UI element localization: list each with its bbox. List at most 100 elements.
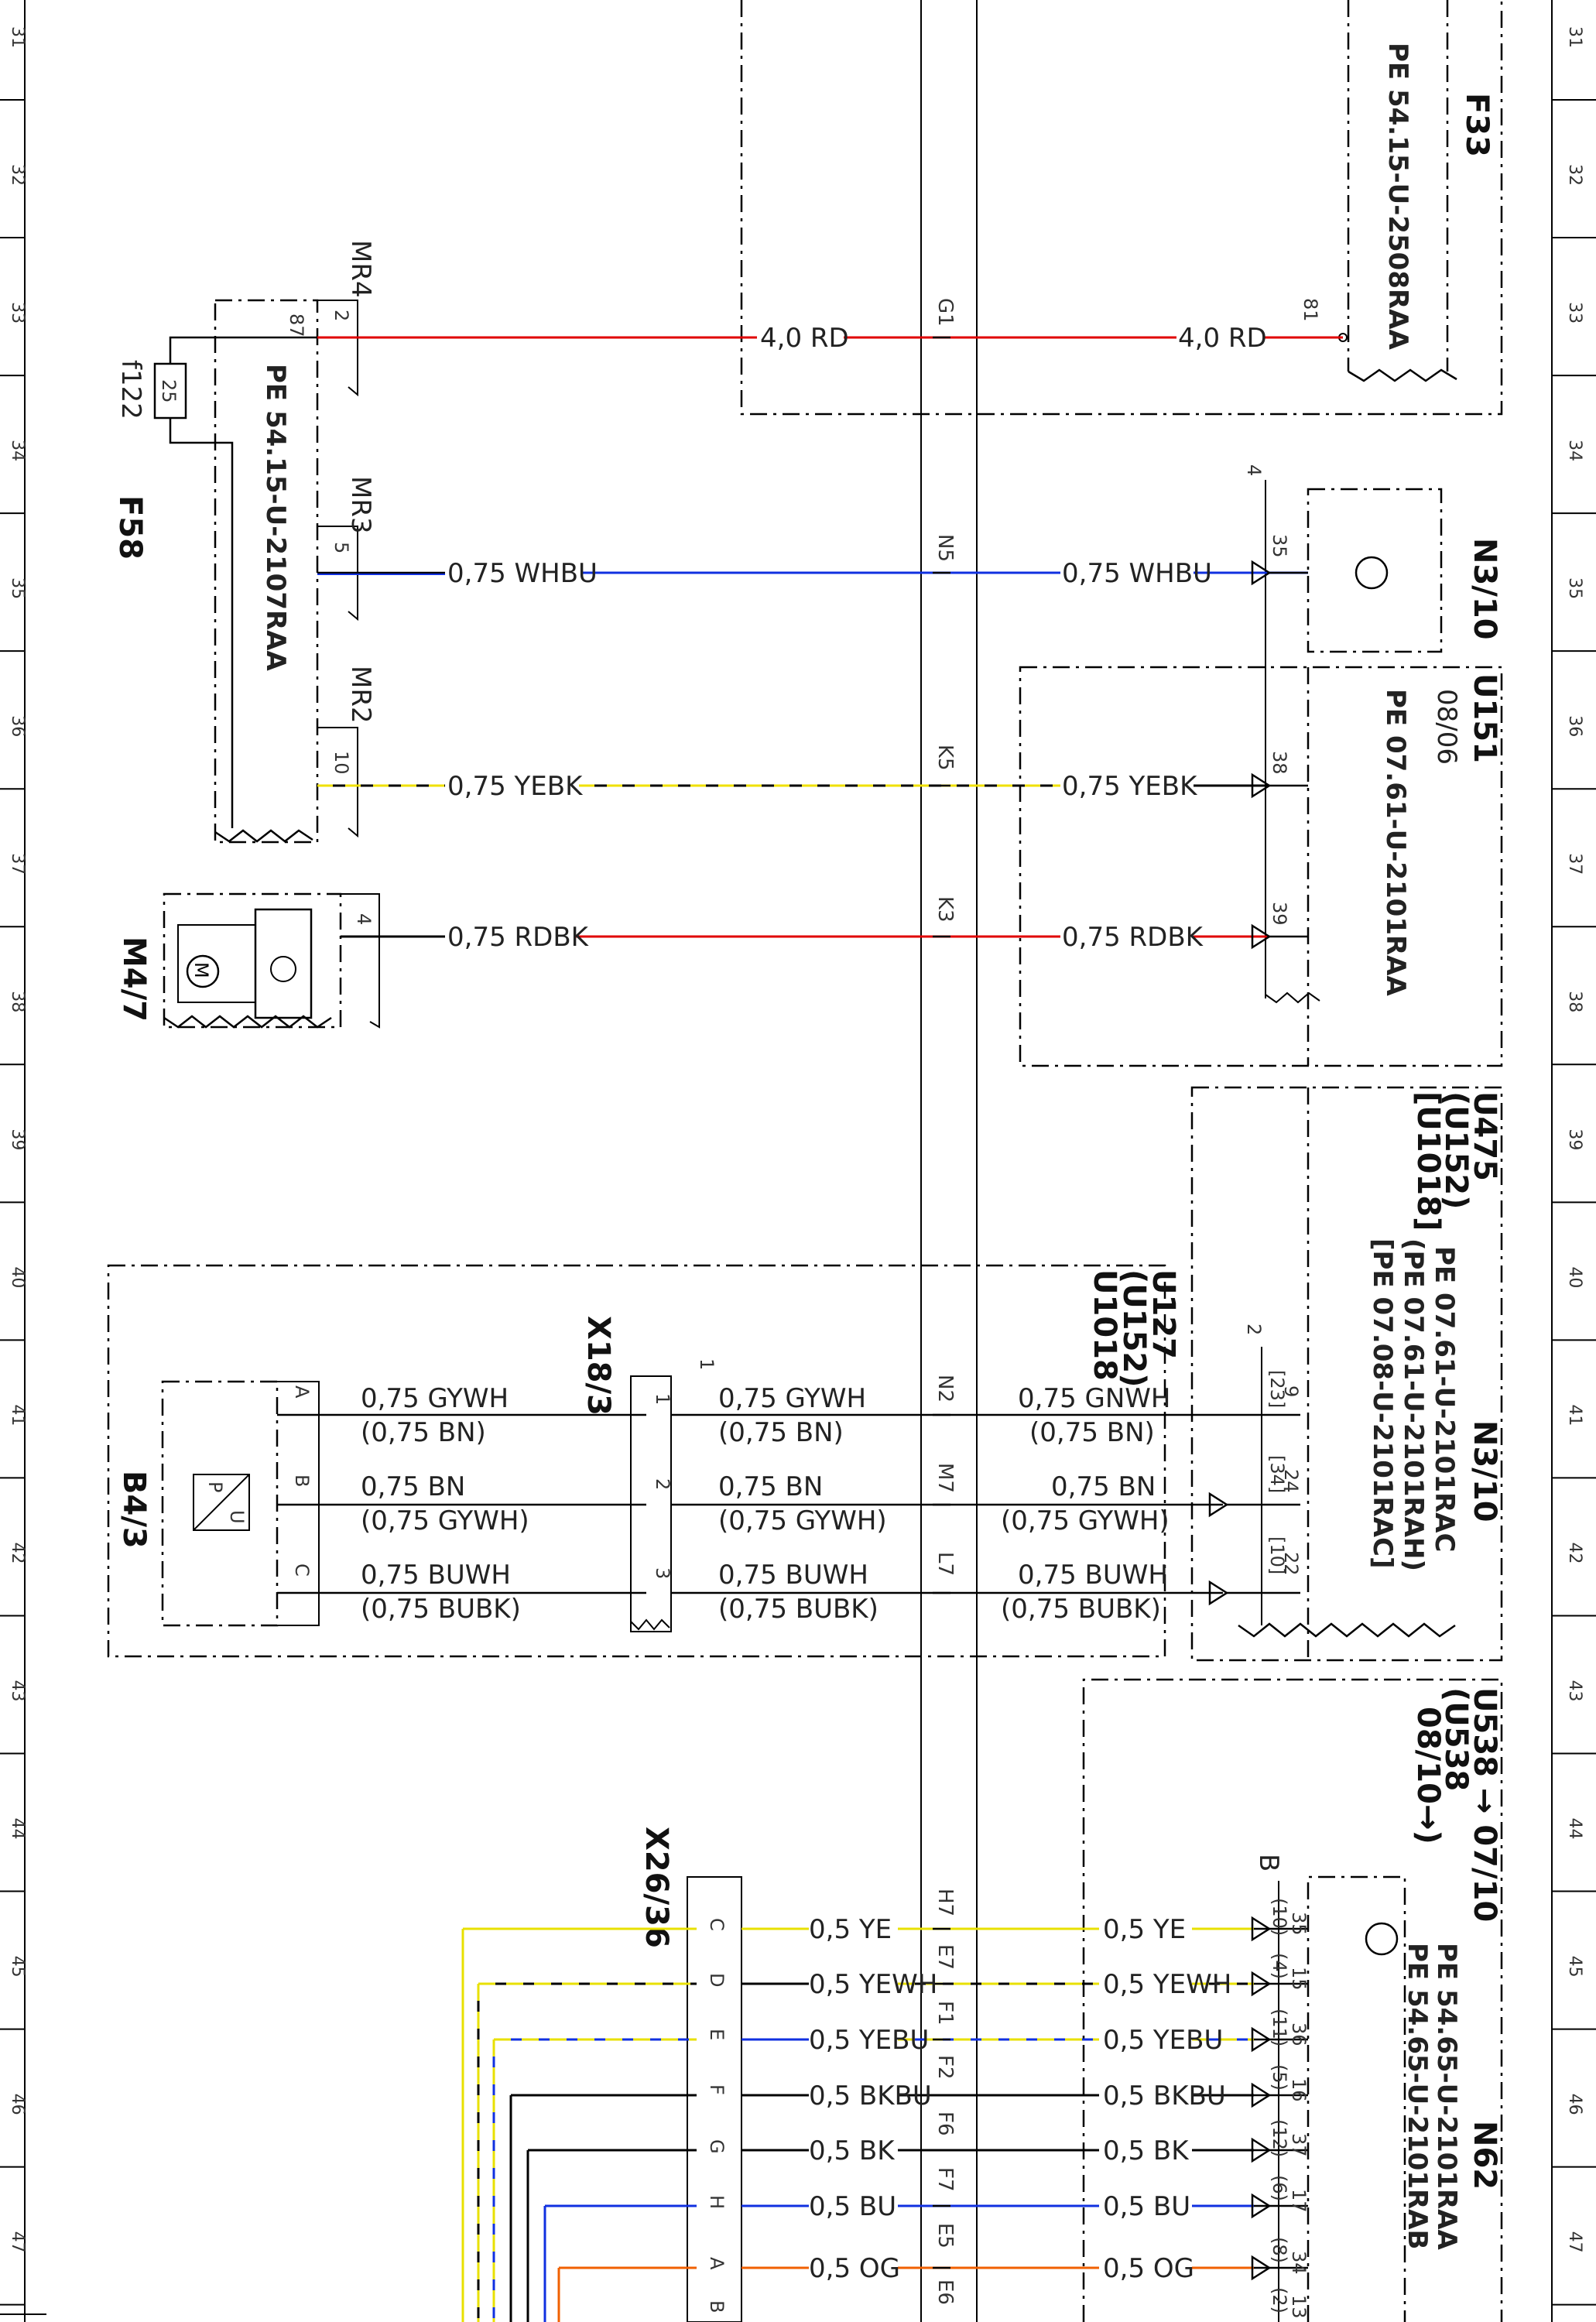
- n62-box: [1307, 1875, 1406, 2322]
- f33-pe-ref: PE 54.15-U-2508RAA: [1382, 43, 1413, 350]
- input-arrow: [1251, 2193, 1272, 2219]
- wire-label: 0,5 BK: [1103, 2135, 1190, 2166]
- u475-line3: [U1018]: [1410, 1091, 1446, 1231]
- input-arrow: [1251, 2255, 1272, 2281]
- wire-label: 4,0 RD: [760, 323, 849, 354]
- f33-id: F33: [1459, 93, 1495, 157]
- u151-pin39-group: 39: [1269, 902, 1290, 926]
- input-arrows-mid: [1208, 1413, 1300, 1606]
- ruler-label: 42: [1565, 1542, 1584, 1563]
- m47-pin-group: 4: [353, 913, 375, 925]
- f58-pin5-group: 5: [331, 542, 352, 553]
- u475-pe1-group: PE 07.61-U-2101RAC: [1429, 1246, 1460, 1552]
- fuse-wire-bottom: [169, 418, 234, 828]
- wire-label: (0,75 BN): [1029, 1417, 1155, 1448]
- ruler-label: 47: [1565, 2231, 1584, 2253]
- u475-pin-22: 22: [1280, 1552, 1302, 1576]
- x183-pin-2: 2: [652, 1478, 673, 1490]
- mr3-label-group: MR3: [345, 476, 376, 534]
- ruler-label: 34: [8, 440, 27, 461]
- u475-pin-24: 24: [1280, 1469, 1302, 1493]
- wire-label: 0,5 YEWH: [809, 1969, 937, 2000]
- wire-label: 0,5 YEWH: [1103, 1969, 1231, 2000]
- fuse-id: f122: [115, 360, 146, 420]
- ruler-label: 46: [8, 2094, 27, 2115]
- n62-alt-pin: (6): [1269, 2175, 1290, 2201]
- u475-pe3-group: [PE 07.08-U-2101RAC]: [1367, 1238, 1398, 1569]
- x183-top-group: 1: [696, 1358, 718, 1370]
- u151-pe-ref: PE 07.61-U-2101RAA: [1380, 689, 1411, 996]
- wire-label: 0,75 GNWH: [1018, 1383, 1170, 1414]
- ruler-label: 34: [1565, 440, 1584, 461]
- u127-line3: U1018: [1087, 1269, 1122, 1381]
- x2636-pin: D: [706, 1973, 728, 1987]
- u475-pin-23: [23]: [1266, 1370, 1288, 1408]
- m47-motor-frame: [177, 924, 256, 1003]
- conn-n5: N5: [933, 534, 957, 562]
- u151-pin-38: 38: [1269, 751, 1290, 775]
- u475-line2: (U152): [1438, 1091, 1474, 1210]
- n62-alt-pin: (5): [1269, 2064, 1290, 2091]
- ruler-label: 38: [8, 991, 27, 1012]
- wire-label: (0,75 BUBK): [1001, 1594, 1161, 1625]
- m47-id: M4/7: [116, 937, 152, 1022]
- n62-pe1-group: PE 54.65-U-2101RAA: [1431, 1943, 1462, 2250]
- f58-pin10-group: 10: [331, 751, 352, 775]
- b43-pa-group: A: [291, 1385, 313, 1399]
- n62-pin: 15: [1288, 1967, 1310, 1991]
- b43-id: B4/3: [116, 1471, 152, 1549]
- ruler-label: 39: [8, 1128, 27, 1150]
- b43-sym-u: U: [226, 1510, 248, 1524]
- f58-break: [214, 829, 313, 843]
- wire-label: 0,5 YE: [1103, 1914, 1186, 1945]
- u538-line3-group: 08/10→): [1410, 1707, 1446, 1844]
- m47-pin-lead: [341, 893, 380, 1029]
- wire-label: 0,75 YEBK: [1062, 771, 1198, 802]
- b43-box: [161, 1380, 279, 1627]
- n62-pin: 16: [1288, 2078, 1310, 2102]
- wire-label: 0,5 YE: [809, 1914, 892, 1945]
- x2636-pin: F: [706, 2084, 728, 2095]
- m47-box: [163, 892, 342, 1029]
- conn-g1: G1: [933, 298, 957, 327]
- f33-break: [1348, 368, 1457, 382]
- f33-pin-81: 81: [1300, 298, 1321, 322]
- n62-pin: 37: [1288, 2133, 1310, 2157]
- u475-pin-34: [34]: [1266, 1455, 1288, 1493]
- f58-id: F58: [112, 495, 148, 560]
- b43-sym-p: P: [204, 1481, 226, 1492]
- f58-pe-group: PE 54.15-U-2107RAA: [260, 364, 291, 671]
- input-arrow: [1251, 1971, 1272, 1997]
- m47-ic-block: [254, 908, 313, 1019]
- m47-pin-4: 4: [353, 913, 375, 925]
- wire-label: 0,75 BUWH: [1018, 1560, 1168, 1591]
- u151-pin38-group: 38: [1269, 751, 1290, 775]
- mr3-label: MR3: [345, 476, 376, 534]
- trunk-connector-labels: G1 N5 K5 K3 N2 M7 L7 H7 E7 F1 F2 F6 F7 E…: [933, 298, 957, 2305]
- wire-label: (0,75 BUBK): [361, 1594, 521, 1625]
- conn-l7: L7: [933, 1552, 957, 1576]
- x183-top-pin: 1: [696, 1358, 718, 1370]
- u475-pe2: (PE 07.61-U-2101RAH): [1398, 1238, 1429, 1571]
- fuse-rating: 25: [158, 379, 180, 403]
- input-arrow: [1251, 2082, 1272, 2108]
- wire-label: (0,75 GYWH): [1001, 1505, 1170, 1536]
- f58-pin2-group: 2: [331, 310, 352, 321]
- f58-pin-2: 2: [331, 310, 352, 321]
- u475-pin24-group: 24: [1280, 1469, 1302, 1493]
- u151-break: [1265, 991, 1320, 1004]
- b43-pc-group: C: [291, 1563, 313, 1577]
- n62-alt-pin: (4): [1269, 1953, 1290, 1979]
- n62-alt-pin: (2): [1269, 2287, 1290, 2313]
- f58-box: [214, 299, 319, 844]
- wire-label: 0,5 BU: [809, 2191, 896, 2222]
- n62-pe2-group: PE 54.65-U-2101RAB: [1402, 1943, 1433, 2249]
- x2636-connector: [687, 1876, 742, 2322]
- motor-icon: [186, 954, 220, 988]
- f58-pin-10: 10: [331, 751, 352, 775]
- wire-label: 0,75 WHBU: [1062, 558, 1212, 589]
- n310-pin4-group: 4: [1243, 464, 1265, 476]
- u475-pin-10: [10]: [1266, 1536, 1288, 1574]
- u538-line2-group: (U538: [1438, 1687, 1474, 1791]
- conn-e6: E6: [933, 2279, 957, 2305]
